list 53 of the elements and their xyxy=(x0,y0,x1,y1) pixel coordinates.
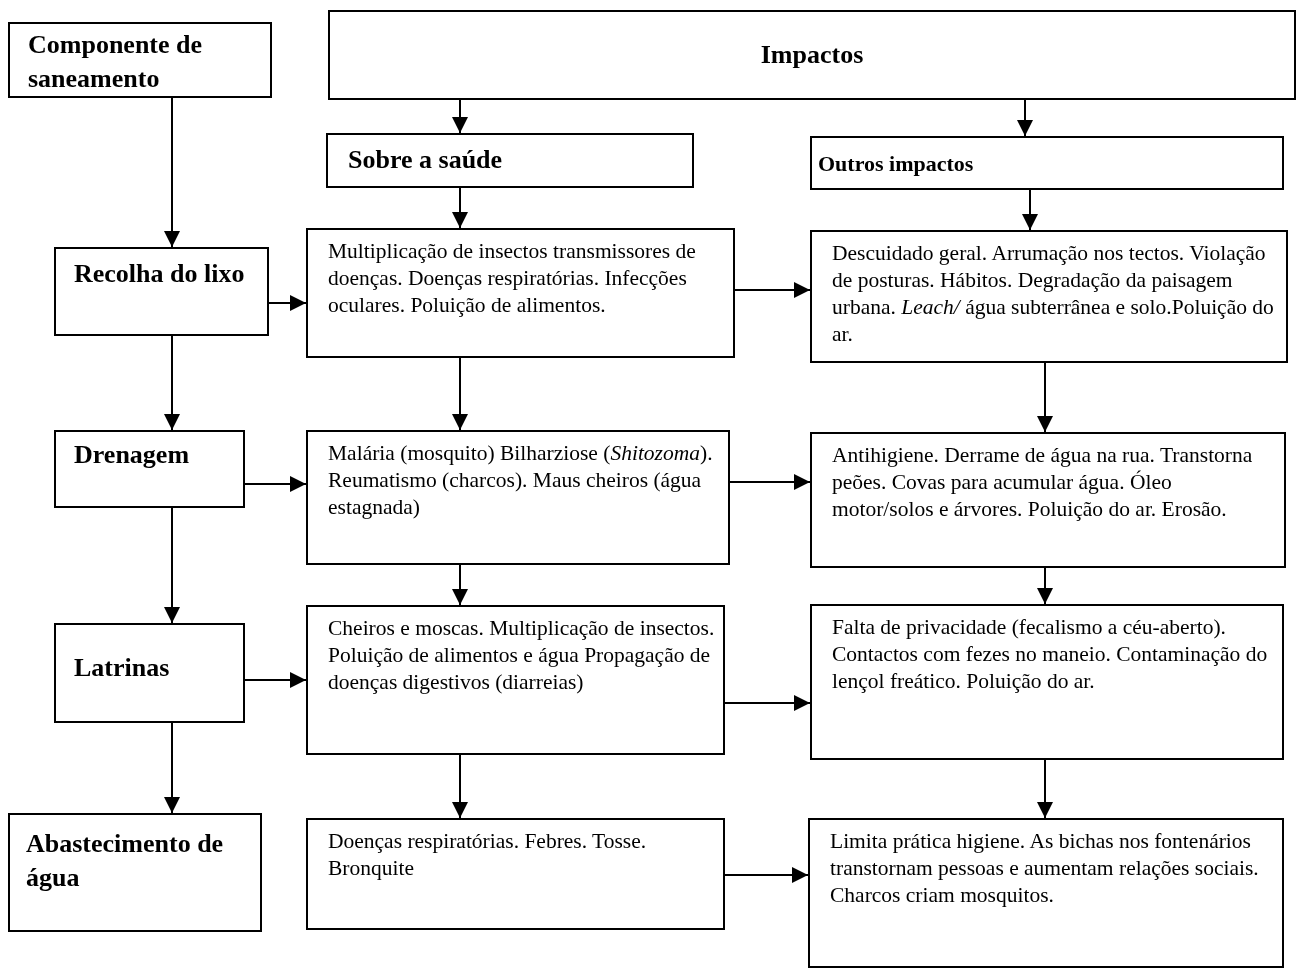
heading-box xyxy=(8,22,272,98)
arrow xyxy=(1037,567,1053,605)
heading-text: Drenagem xyxy=(74,439,190,471)
text-box xyxy=(810,604,1284,760)
description-text: Cheiros e moscas. Multiplicação de insectos. Poluição de alimentos e água Propagação de doenças digestivos (diarreias) xyxy=(328,615,715,696)
description-text: Antihigiene. Derrame de água na rua. Transtorna peões. Covas para acumular água. Óleo motor/solos e árvores. Poluição do ar. Erosão. xyxy=(832,442,1254,523)
text-box xyxy=(810,230,1288,363)
heading-box xyxy=(328,10,1296,100)
arrow xyxy=(244,672,307,688)
arrow xyxy=(1037,362,1053,433)
arrow xyxy=(452,564,468,606)
arrow xyxy=(452,754,468,819)
description-text: Limita prática higiene. As bichas nos fontenários transtornam pessoas e aumentam relações sociais. Charcos criam mosquitos. xyxy=(830,828,1260,909)
arrow xyxy=(452,187,468,229)
heading-text: Componente de saneamento xyxy=(28,29,204,95)
text-box xyxy=(306,605,725,755)
text-box xyxy=(808,818,1284,968)
description-text: Malária (mosquito) Bilharziose (Shitozoma). Reumatismo (charcos). Maus cheiros (água estagnada) xyxy=(328,440,714,521)
description-text: Multiplicação de insectos transmissores de doenças. Doenças respiratórias. Infecções oculares. Poluição de alimentos. xyxy=(328,238,697,319)
heading-box xyxy=(8,813,262,932)
arrow xyxy=(164,722,180,814)
arrow xyxy=(1017,99,1033,137)
text-box xyxy=(306,430,730,565)
arrow xyxy=(1037,759,1053,819)
heading-text: Outros impactos xyxy=(818,150,974,178)
heading-box xyxy=(54,247,269,336)
arrow xyxy=(1022,189,1038,231)
heading-text: Latrinas xyxy=(74,652,170,684)
arrow xyxy=(268,295,307,311)
arrow xyxy=(164,335,180,431)
arrow xyxy=(729,474,811,490)
arrow xyxy=(164,507,180,624)
heading-box xyxy=(54,623,245,723)
arrow xyxy=(724,695,811,711)
arrow xyxy=(724,867,809,883)
text-box xyxy=(306,228,735,358)
description-text: Descuidado geral. Arrumação nos tectos. Violação de posturas. Hábitos. Degradação da paisagem urbana. Leach/ água subterrânea e solo.Poluição do ar. xyxy=(832,240,1275,348)
heading-box xyxy=(54,430,245,508)
heading-text: Abastecimento de água xyxy=(26,828,225,894)
heading-text: Impactos xyxy=(759,39,865,71)
heading-text: Recolha do lixo xyxy=(74,258,245,290)
arrow xyxy=(164,97,180,248)
text-box xyxy=(810,432,1286,568)
description-text: Doenças respiratórias. Febres. Tosse. Bronquite xyxy=(328,828,648,882)
heading-box xyxy=(810,136,1284,190)
heading-text: Sobre a saúde xyxy=(348,145,503,175)
description-text: Falta de privacidade (fecalismo a céu-aberto). Contactos com fezes no maneio. Contaminação do lençol freático. Poluição do ar. xyxy=(832,614,1269,695)
arrow xyxy=(244,476,307,492)
text-box xyxy=(306,818,725,930)
arrow xyxy=(452,357,468,431)
arrow xyxy=(452,99,468,134)
heading-box xyxy=(326,133,694,188)
arrow xyxy=(734,282,811,298)
